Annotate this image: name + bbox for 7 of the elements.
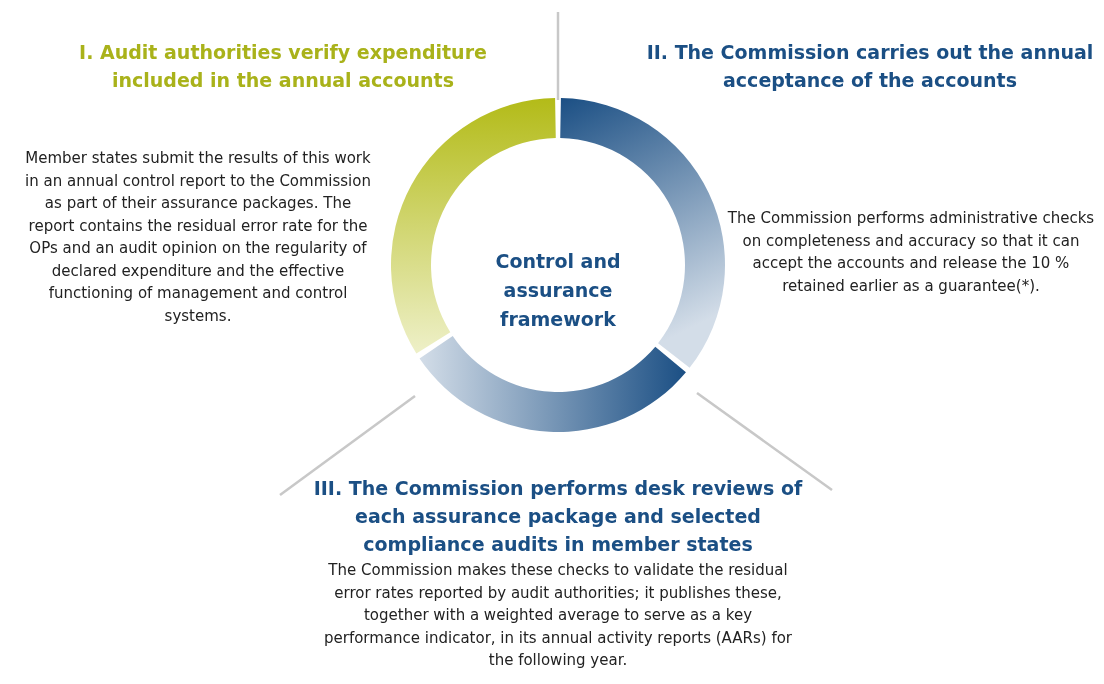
section-heading: I. Audit authorities verify expenditure included in the annual accounts: [78, 40, 488, 93]
section-text: Member states submit the results of this work in an annual control report to the Commission as part of their assurance packages. The report contains the residual error rate for the OPs and an audit opinion on the regularity of declared expenditure and the effective functioning of management and control systems.: [24, 148, 372, 327]
center-title: Control and assurance framework: [494, 248, 622, 332]
section-text: The Commission performs administrative checks on completeness and accuracy so that it can accept the accounts and release the 10 % retained earlier as a guarantee(*).: [726, 208, 1096, 297]
section-heading: III. The Commission performs desk reviews of each assurance package and selected compliance audits in member states: [312, 476, 804, 557]
section-text: The Commission makes these checks to validate the residual error rates reported by audit authorities; it publishes these, together with a weighted average to serve as a key performance indicator, in its annual activity reports (AARs) for the following year.: [322, 560, 793, 671]
section-heading: II. The Commission carries out the annual acceptance of the accounts: [645, 40, 1095, 93]
